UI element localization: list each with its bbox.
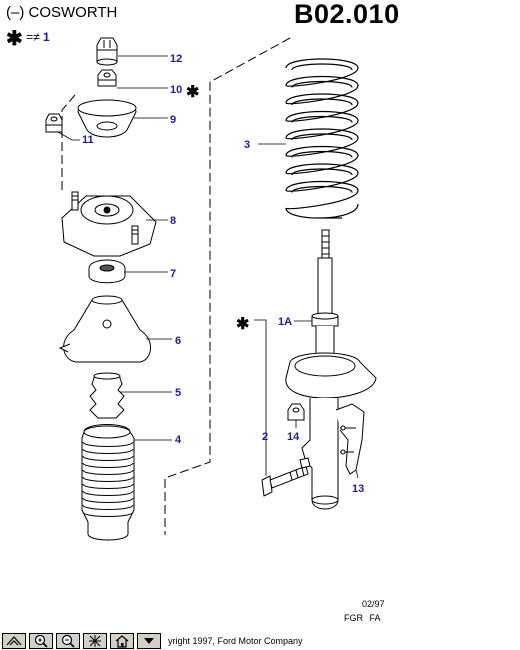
star-icon: ✱ — [236, 316, 249, 333]
callout-6[interactable]: 6 — [175, 335, 181, 347]
part-3-coil-spring — [285, 58, 359, 219]
callout-1a[interactable]: 1A — [278, 316, 292, 328]
spring-coil-inner — [291, 63, 353, 71]
boot-rib — [82, 497, 134, 503]
legend-note-text: =≠ — [26, 30, 40, 44]
home-button[interactable] — [110, 633, 134, 649]
zoom-in-icon — [34, 634, 48, 648]
spring-coil-inner — [291, 115, 353, 124]
spring-coil-inner — [291, 150, 353, 159]
callout-10[interactable]: 10 — [170, 84, 182, 96]
part-4-dust-boot — [81, 424, 135, 541]
revision-date: 02/97 — [362, 599, 385, 609]
boot-rib — [82, 490, 134, 496]
spring-coil-inner — [291, 98, 353, 106]
callout-12[interactable]: 12 — [170, 53, 182, 65]
boot-rib — [82, 504, 134, 510]
spring-coil-inner — [291, 133, 353, 141]
zoom-out-icon — [61, 634, 75, 648]
callout-8[interactable]: 8 — [170, 215, 176, 227]
spring-coil-inner — [291, 168, 353, 176]
part-9-cup-washer — [77, 99, 137, 138]
callout-7[interactable]: 7 — [170, 268, 176, 280]
part-11-nut — [45, 113, 63, 133]
pan-icon — [6, 636, 22, 646]
boot-rib — [82, 476, 134, 482]
part-10-nut — [97, 69, 117, 87]
spring-coil — [285, 110, 359, 140]
boot-rib — [82, 448, 134, 454]
boot-rib — [82, 483, 134, 489]
boot-rib — [82, 462, 134, 468]
market-codes: FGR FA — [344, 613, 381, 623]
spring-coil-inner — [291, 185, 353, 194]
part-5-bump-stop — [89, 372, 125, 419]
exploded-parts-diagram: 12 10 ✱ 9 11 8 7 6 5 4 3 1A ✱ 2 14 13 — [45, 37, 377, 541]
boot-rib — [82, 469, 134, 475]
boot-rib — [82, 511, 134, 517]
legend-note-ref: 1 — [43, 30, 50, 44]
spring-coil — [285, 75, 359, 105]
diagram-canvas: (–) COSWORTH B02.010 ✱ =≠ 1 — [6, 0, 400, 623]
callout-3[interactable]: 3 — [244, 139, 250, 151]
fit-icon — [89, 635, 101, 647]
triangle-down-icon — [144, 638, 154, 644]
callout-13[interactable]: 13 — [352, 483, 364, 495]
spring-end — [285, 203, 359, 219]
part-2-bolt — [261, 457, 311, 497]
star-icon: ✱ — [6, 28, 23, 50]
callout-5[interactable]: 5 — [175, 387, 181, 399]
pan-tool-button[interactable] — [2, 633, 26, 649]
home-icon — [115, 635, 129, 648]
spring-coil — [285, 163, 359, 192]
callout-4[interactable]: 4 — [175, 434, 182, 446]
callout-11[interactable]: 11 — [82, 134, 94, 146]
zoom-out-button[interactable] — [56, 633, 80, 649]
boot-rib — [82, 455, 134, 461]
diagram-code: B02.010 — [294, 0, 400, 29]
callout-14[interactable]: 14 — [287, 431, 300, 443]
leader-lines — [57, 55, 359, 479]
viewer-toolbar: yright 1997, Ford Motor Company — [0, 632, 520, 650]
callout-2[interactable]: 2 — [262, 431, 268, 443]
spring-coil — [285, 58, 359, 87]
legend-note: ✱ =≠ 1 — [6, 26, 50, 51]
assembly-dashed-line — [61, 37, 291, 535]
boot-rib — [82, 441, 134, 447]
menu-button[interactable] — [137, 633, 161, 649]
spring-coil-inner — [291, 80, 353, 89]
copyright-text: yright 1997, Ford Motor Company — [168, 636, 303, 646]
spring-coil — [285, 180, 359, 210]
zoom-in-button[interactable] — [29, 633, 53, 649]
fit-button[interactable] — [83, 633, 107, 649]
callout-9[interactable]: 9 — [170, 114, 176, 126]
star-icon: ✱ — [186, 84, 199, 101]
spring-coil — [285, 93, 359, 122]
spring-coil — [285, 128, 359, 157]
part-6-spring-seat — [58, 295, 151, 363]
model-title: (–) COSWORTH — [6, 4, 118, 21]
part-1a-strut — [285, 229, 377, 510]
part-7-bearing — [88, 259, 126, 284]
part-14-nut — [287, 403, 305, 421]
spring-coil — [285, 145, 359, 175]
part-12-top-nut — [96, 37, 118, 66]
part-8-top-mount — [61, 191, 157, 257]
